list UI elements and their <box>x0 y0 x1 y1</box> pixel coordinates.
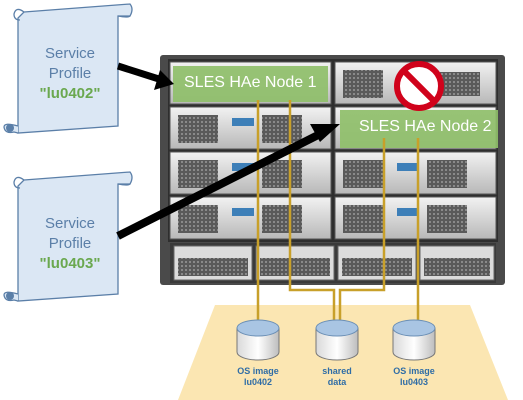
service-profile-lu0402: Service Profile "lu0402" <box>0 0 135 140</box>
profile-id: "lu0403" <box>39 255 101 272</box>
profile-label-line1: Service <box>44 215 96 232</box>
service-profile-lu0403: Service Profile "lu0403" <box>0 168 135 308</box>
disk-label-os-lu0403: OS image lu0403 <box>384 366 444 388</box>
power-supplies <box>170 243 496 283</box>
pointer-arrow-icon <box>116 62 174 90</box>
profile-id: "lu0402" <box>39 85 101 102</box>
profile-label-line2: Profile <box>48 65 92 82</box>
profile-label-line2: Profile <box>48 235 92 252</box>
scroll-shape <box>3 3 133 134</box>
disk-label-line2: lu0403 <box>399 377 429 387</box>
disk-label-shared-data: shared data <box>307 366 367 388</box>
pointer-arrow-icon <box>116 124 340 240</box>
disk-label-os-lu0402: OS image lu0402 <box>228 366 288 388</box>
disk-icon <box>315 319 359 361</box>
prohibited-icon <box>394 61 444 111</box>
node1-label: SLES HAe Node 1 <box>184 74 317 91</box>
disk-icon <box>392 319 436 361</box>
scroll-shape <box>3 171 133 302</box>
profile-label-line1: Service <box>44 45 96 62</box>
node2-label: SLES HAe Node 2 <box>359 118 492 135</box>
disk-label-line1: OS image <box>393 366 435 376</box>
disk-label-line1: OS image <box>237 366 279 376</box>
disk-label-line1: shared <box>322 366 352 376</box>
disk-label-line2: lu0402 <box>243 377 273 387</box>
disk-label-line2: data <box>327 377 347 387</box>
blade-details <box>178 70 480 233</box>
node1-panel <box>173 66 328 102</box>
disk-icon <box>236 319 280 361</box>
